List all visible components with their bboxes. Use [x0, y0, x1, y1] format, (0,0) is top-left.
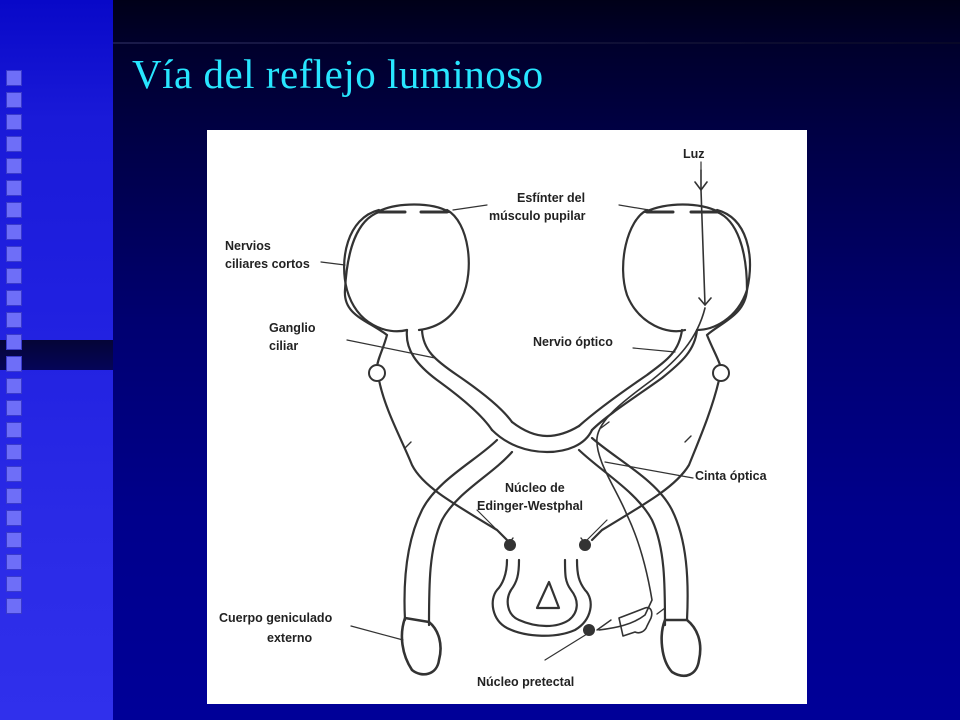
right-geniculate-body — [660, 618, 702, 677]
leader-esfinter — [452, 204, 650, 211]
light-arrow-head — [694, 181, 712, 306]
label-ganglio-line2: ciliar — [269, 339, 298, 353]
leader-cuerpo — [350, 625, 404, 641]
nerve-ticks — [404, 421, 692, 547]
label-nucleo-ew-line1: Núcleo de — [505, 481, 565, 495]
leader-ganglio — [346, 339, 436, 359]
leader-nervio-optico — [632, 347, 676, 353]
optic-chiasm — [490, 420, 594, 454]
right-edinger-westphal-nucleus — [579, 539, 591, 551]
left-geniculate-body — [400, 616, 442, 676]
decorative-square — [6, 70, 22, 86]
decorative-square — [6, 180, 22, 196]
leader-nucleo-ew — [476, 509, 608, 541]
label-luz: Luz — [683, 147, 705, 161]
right-ciliary-pathway — [590, 378, 721, 542]
decorative-square — [6, 268, 22, 284]
decorative-square — [6, 356, 22, 372]
decorative-square — [6, 466, 22, 482]
decorative-square — [6, 92, 22, 108]
label-cuerpo-line1: Cuerpo geniculado — [219, 611, 333, 625]
decorative-square — [6, 444, 22, 460]
label-esfinter-line2: músculo pupilar — [489, 209, 586, 223]
right-ciliary-nerve — [705, 210, 749, 370]
decorative-square — [6, 576, 22, 592]
label-nucleo-pretectal: Núcleo pretectal — [477, 675, 574, 689]
pretectal-loop — [491, 558, 592, 637]
right-eyeball — [621, 208, 751, 333]
left-ciliary-pathway — [377, 378, 509, 542]
left-edinger-westphal-nucleus — [504, 539, 516, 551]
label-nervio-optico: Nervio óptico — [533, 335, 613, 349]
decorative-square — [6, 290, 22, 306]
light-path — [596, 307, 706, 631]
decorative-square — [6, 136, 22, 152]
pretectal-cylinder — [618, 606, 653, 637]
label-nervios-line1: Nervios — [225, 239, 271, 253]
decorative-square — [6, 158, 22, 174]
label-nervios-line2: ciliares cortos — [225, 257, 310, 271]
cylinder-line — [596, 607, 666, 631]
left-eyeball — [343, 208, 470, 333]
decorative-square — [6, 598, 22, 614]
left-cornea — [375, 203, 451, 214]
right-ciliary-ganglion — [712, 364, 730, 382]
decorative-square — [6, 224, 22, 240]
left-decorative-band — [0, 0, 113, 720]
leader-nervios — [320, 261, 346, 266]
decorative-square — [6, 378, 22, 394]
reflex-pathway-figure: Luz Esfínter del músculo pupilar Nervios… — [207, 130, 807, 704]
left-optic-tract — [403, 438, 514, 627]
left-ciliary-ganglion — [368, 364, 386, 382]
pretectal-triangle — [535, 580, 561, 610]
title-top-rule — [113, 42, 960, 44]
leader-pretectal — [544, 633, 588, 661]
right-cornea — [643, 203, 721, 214]
label-ganglio-line1: Ganglio — [269, 321, 316, 335]
label-cuerpo-line2: externo — [267, 631, 313, 645]
pathway-diagram: Luz Esfínter del músculo pupilar Nervios… — [219, 147, 768, 689]
leader-cinta — [604, 461, 694, 479]
pretectal-nucleus — [583, 624, 595, 636]
label-cinta-optica: Cinta óptica — [695, 469, 768, 483]
slide-title: Vía del reflejo luminoso — [132, 51, 544, 97]
decorative-square — [6, 246, 22, 262]
decorative-square — [6, 400, 22, 416]
decorative-square — [6, 532, 22, 548]
decorative-square — [6, 510, 22, 526]
decorative-square — [6, 488, 22, 504]
right-optic-tract — [577, 436, 689, 627]
decorative-square — [6, 554, 22, 570]
left-optic-nerve — [405, 328, 514, 432]
decorative-square — [6, 202, 22, 218]
label-nucleo-ew-line2: Edinger-Westphal — [477, 499, 583, 513]
decorative-square — [6, 334, 22, 350]
decorative-square — [6, 312, 22, 328]
label-esfinter-line1: Esfínter del — [517, 191, 585, 205]
decorative-square — [6, 422, 22, 438]
decorative-square — [6, 114, 22, 130]
